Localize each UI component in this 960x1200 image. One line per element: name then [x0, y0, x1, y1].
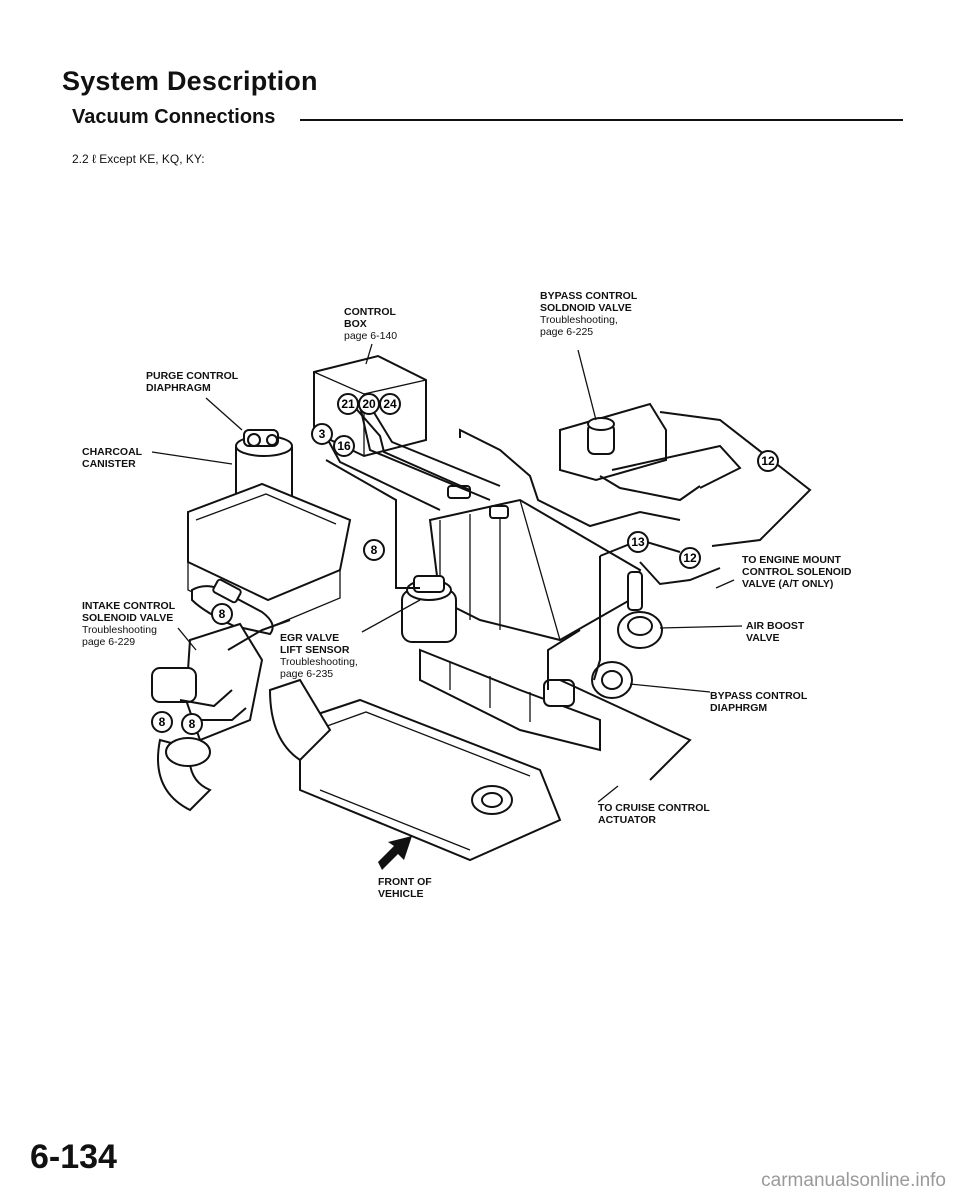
svg-text:8: 8	[159, 715, 166, 729]
hose-callout: 21	[337, 393, 359, 415]
hose-callout: 24	[379, 393, 401, 415]
bypass-diaphragm-label: BYPASS CONTROL DIAPHRGM	[710, 690, 808, 714]
cruise-actuator-label: TO CRUISE CONTROL ACTUATOR	[598, 802, 710, 826]
page-title: System Description	[62, 66, 318, 96]
intake-runners-drawing	[419, 648, 601, 752]
egr-valve-drawing	[401, 575, 457, 643]
hose-callout: 12	[679, 547, 701, 569]
leader-lines	[151, 343, 743, 803]
air-boost-valve-drawing	[543, 571, 663, 707]
control-box-label: CONTROL BOX page 6-140	[344, 306, 398, 342]
vacuum-hose-routing	[179, 403, 812, 781]
svg-text:21: 21	[341, 397, 355, 411]
svg-text:20: 20	[362, 397, 376, 411]
svg-text:12: 12	[683, 551, 697, 565]
valve-cover-drawing	[268, 678, 562, 862]
hose-callout: 8	[181, 713, 203, 735]
svg-text:16: 16	[337, 439, 351, 453]
hose-callout: 16	[333, 435, 355, 457]
page-number: 6-134	[30, 1138, 117, 1176]
intake-manifold-drawing	[428, 485, 642, 642]
intake-solenoid-label: INTAKE CONTROL SOLENOID VALVE Troublesho…	[82, 600, 176, 648]
hose-callout: 8	[363, 539, 385, 561]
charcoal-canister-label: CHARCOAL CANISTER	[82, 446, 143, 470]
hose-callout: 12	[757, 450, 779, 472]
svg-text:8: 8	[219, 607, 226, 621]
section-subtitle: Vacuum Connections	[72, 106, 278, 129]
svg-text:12: 12	[761, 454, 775, 468]
air-boost-label: AIR BOOST VALVE	[746, 620, 805, 644]
hose-callout: 13	[627, 531, 649, 553]
front-of-vehicle-label: FRONT OF VEHICLE	[378, 876, 432, 900]
hose-callouts: 21 20 24 3 16 12 8 13 12 8 8 8	[151, 393, 779, 735]
watermark: carmanualsonline.info	[761, 1170, 946, 1191]
svg-text:13: 13	[631, 535, 645, 549]
svg-text:24: 24	[383, 397, 397, 411]
applicability-note: 2.2 ℓ Except KE, KQ, KY:	[72, 152, 205, 166]
svg-text:8: 8	[371, 543, 378, 557]
bypass-solenoid-drawing	[559, 402, 667, 482]
svg-text:3: 3	[319, 427, 326, 441]
bypass-solenoid-label: BYPASS CONTROL SOLDNOID VALVE Troublesho…	[540, 290, 638, 338]
air-cleaner-drawing	[187, 482, 352, 636]
engine-mount-label: TO ENGINE MOUNT CONTROL SOLENOID VALVE (…	[742, 554, 852, 590]
hose-callout: 8	[151, 711, 173, 733]
front-arrow-icon	[378, 836, 412, 870]
hose-callout: 20	[358, 393, 380, 415]
purge-diaphragm-label: PURGE CONTROL DIAPHRAGM	[146, 370, 239, 394]
egr-sensor-label: EGR VALVE LIFT SENSOR Troubleshooting, p…	[280, 632, 358, 680]
svg-text:8: 8	[189, 717, 196, 731]
hose-callout: 3	[311, 423, 333, 445]
hose-callout: 8	[211, 603, 233, 625]
title-rule	[300, 119, 903, 121]
